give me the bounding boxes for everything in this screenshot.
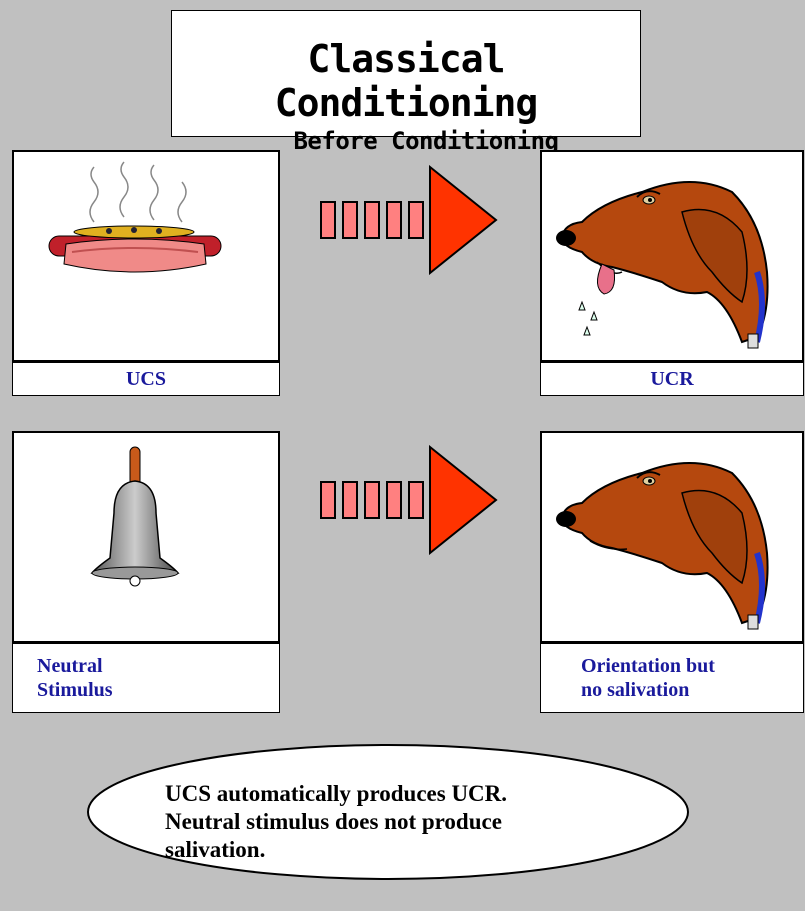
ucr-label: UCR (540, 362, 804, 396)
arrow-right-icon (320, 445, 498, 555)
diagram-subtitle: Before Conditioning (293, 127, 559, 155)
orientation-label: Orientation but no salivation (540, 643, 804, 713)
ucs-label: UCS (12, 362, 280, 396)
neutral-stimulus-label: Neutral Stimulus (12, 643, 280, 713)
hot-dog-image (48, 161, 222, 273)
summary-line3: salivation. (165, 837, 266, 862)
arrow-right-icon (320, 165, 498, 275)
orientation-label-line2: no salivation (581, 679, 690, 701)
orientation-panel (540, 431, 804, 643)
diagram-title: Classical Conditioning (274, 37, 539, 125)
title-box: Classical Conditioning Before Conditioni… (171, 10, 641, 155)
summary-line2: Neutral stimulus does not produce (165, 809, 502, 834)
dog-orienting-image (556, 462, 769, 630)
ucr-panel (540, 150, 804, 362)
neutral-stimulus-panel (12, 431, 280, 643)
neutral-stimulus-label-line2: Stimulus (37, 679, 113, 701)
orientation-label-line1: Orientation but (581, 655, 715, 677)
dog-salivating-image (556, 181, 769, 349)
summary-ellipse (87, 744, 689, 880)
bell-image (90, 446, 180, 587)
neutral-stimulus-label-line1: Neutral (37, 655, 103, 677)
summary-line1: UCS automatically produces UCR. (165, 781, 508, 806)
ucs-panel (12, 150, 280, 362)
summary-text: UCS automatically produces UCR. Neutral … (165, 780, 645, 864)
